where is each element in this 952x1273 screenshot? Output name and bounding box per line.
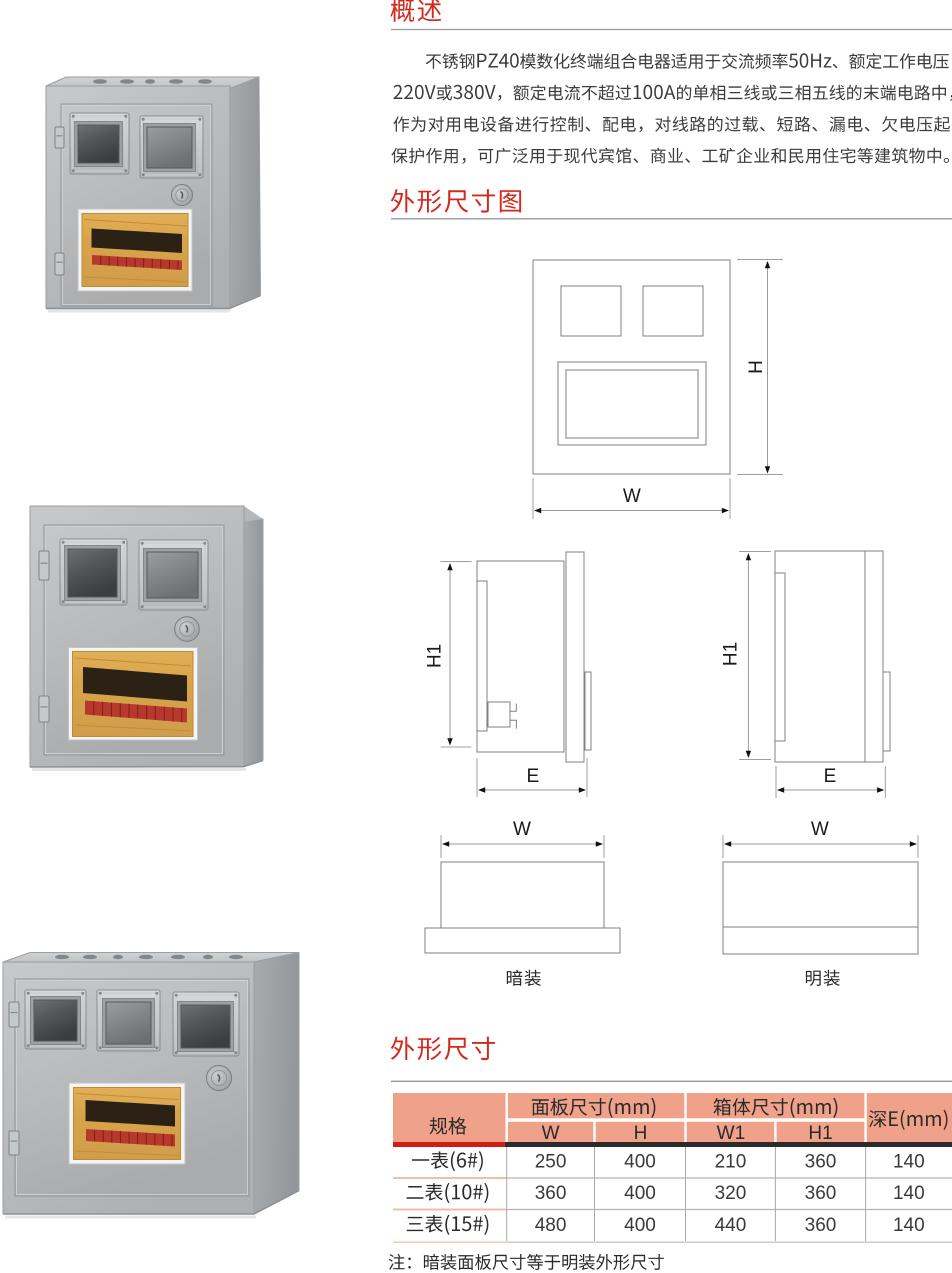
svg-text:360: 360 bbox=[805, 1183, 837, 1204]
svg-text:250: 250 bbox=[535, 1151, 567, 1172]
svg-text:H: H bbox=[634, 1123, 648, 1144]
svg-text:W: W bbox=[811, 819, 829, 840]
svg-text:W: W bbox=[542, 1123, 560, 1144]
svg-text:400: 400 bbox=[624, 1215, 656, 1236]
svg-text:W: W bbox=[513, 819, 531, 840]
svg-text:480: 480 bbox=[535, 1215, 567, 1236]
svg-text:E: E bbox=[824, 766, 837, 787]
svg-text:400: 400 bbox=[624, 1151, 656, 1172]
svg-text:360: 360 bbox=[535, 1183, 567, 1204]
svg-text:140: 140 bbox=[893, 1215, 925, 1236]
svg-text:360: 360 bbox=[805, 1151, 837, 1172]
svg-text:210: 210 bbox=[715, 1151, 747, 1172]
svg-text:H1: H1 bbox=[424, 644, 445, 668]
svg-text:H1: H1 bbox=[721, 642, 742, 666]
svg-text:140: 140 bbox=[893, 1183, 925, 1204]
svg-text:W: W bbox=[623, 486, 641, 507]
svg-text:440: 440 bbox=[715, 1215, 747, 1236]
svg-text:H: H bbox=[746, 360, 767, 374]
svg-text:E: E bbox=[526, 766, 539, 787]
svg-text:H1: H1 bbox=[808, 1123, 832, 1144]
svg-text:140: 140 bbox=[893, 1151, 925, 1172]
svg-text:320: 320 bbox=[715, 1183, 747, 1204]
svg-text:W1: W1 bbox=[717, 1123, 746, 1144]
svg-text:400: 400 bbox=[624, 1183, 656, 1204]
svg-text:360: 360 bbox=[805, 1215, 837, 1236]
